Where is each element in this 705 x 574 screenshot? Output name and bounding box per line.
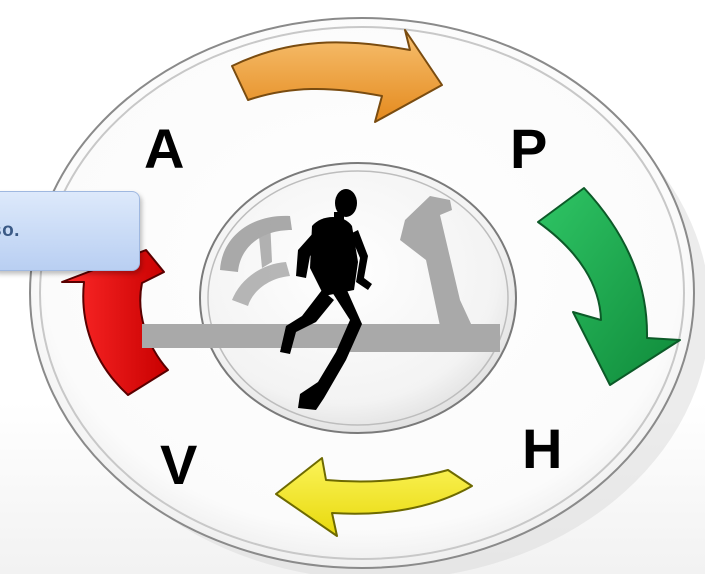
letter-p: P (510, 117, 547, 180)
tooltip-text: so. (0, 220, 20, 242)
letter-a: A (144, 117, 184, 180)
letter-v: V (160, 433, 197, 496)
letter-h: H (522, 417, 562, 480)
tooltip-box: so. (0, 191, 140, 271)
